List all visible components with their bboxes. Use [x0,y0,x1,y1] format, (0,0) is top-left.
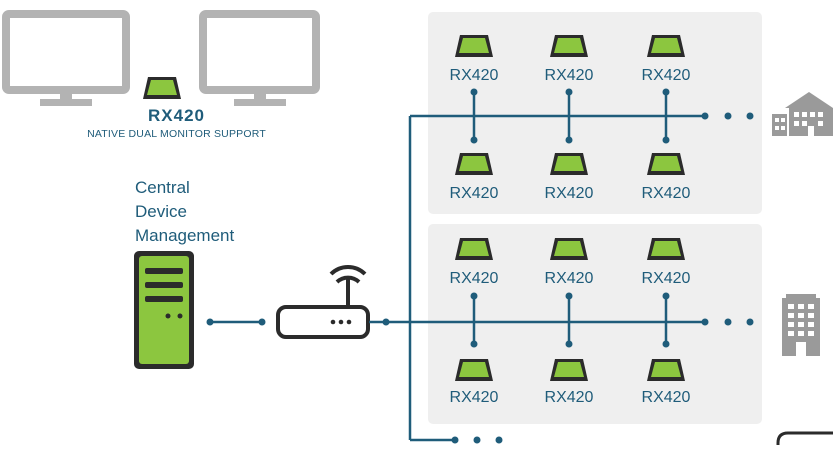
management-label-line-3: Management [135,226,235,245]
tower-building-icon [782,294,820,356]
receiver-icon [550,153,588,175]
group-1-connectors [472,92,668,140]
featured-device-name: RX420 [148,106,205,125]
receiver-label: RX420 [641,67,691,84]
monitor-icon [2,10,130,106]
router-icon [276,264,370,339]
partial-device-icon [776,431,833,445]
receiver-label: RX420 [544,270,594,287]
receiver-icon [550,359,588,381]
receiver-label: RX420 [449,389,499,406]
server-icon [134,251,194,369]
receiver-icon [647,35,685,57]
receiver-icon [550,238,588,260]
monitor-icon [199,10,320,106]
receiver-label: RX420 [641,185,691,202]
receiver-icon [455,359,493,381]
receiver-icon [550,35,588,57]
group-2-connectors [472,296,668,344]
connection-dot [701,112,709,120]
receiver-icon [455,238,493,260]
connection-dot [701,318,709,326]
receiver-icon [455,153,493,175]
featured-device-caption: NATIVE DUAL MONITOR SUPPORT [87,128,266,140]
management-label-line-2: Device [135,202,187,221]
receiver-label: RX420 [641,270,691,287]
receiver-label: RX420 [544,185,594,202]
receiver-label: RX420 [449,270,499,287]
receiver-label: RX420 [544,389,594,406]
receiver-label: RX420 [449,185,499,202]
management-label-line-1: Central [135,178,190,197]
connection-dot [206,318,214,326]
receiver-label: RX420 [641,389,691,406]
network-backbone [369,114,705,442]
group-2-connector-dots [470,292,670,348]
receiver-icon [455,35,493,57]
office-building-icon [772,92,833,136]
receiver-icon [647,153,685,175]
receiver-icon [647,238,685,260]
connection-dot [382,318,390,326]
continuation-dots [451,112,754,444]
receiver-label: RX420 [544,67,594,84]
receiver-label: RX420 [449,67,499,84]
group-1-connector-dots [470,88,670,144]
connection-dot [258,318,266,326]
featured-receiver-icon [143,77,181,99]
receiver-icon [647,359,685,381]
